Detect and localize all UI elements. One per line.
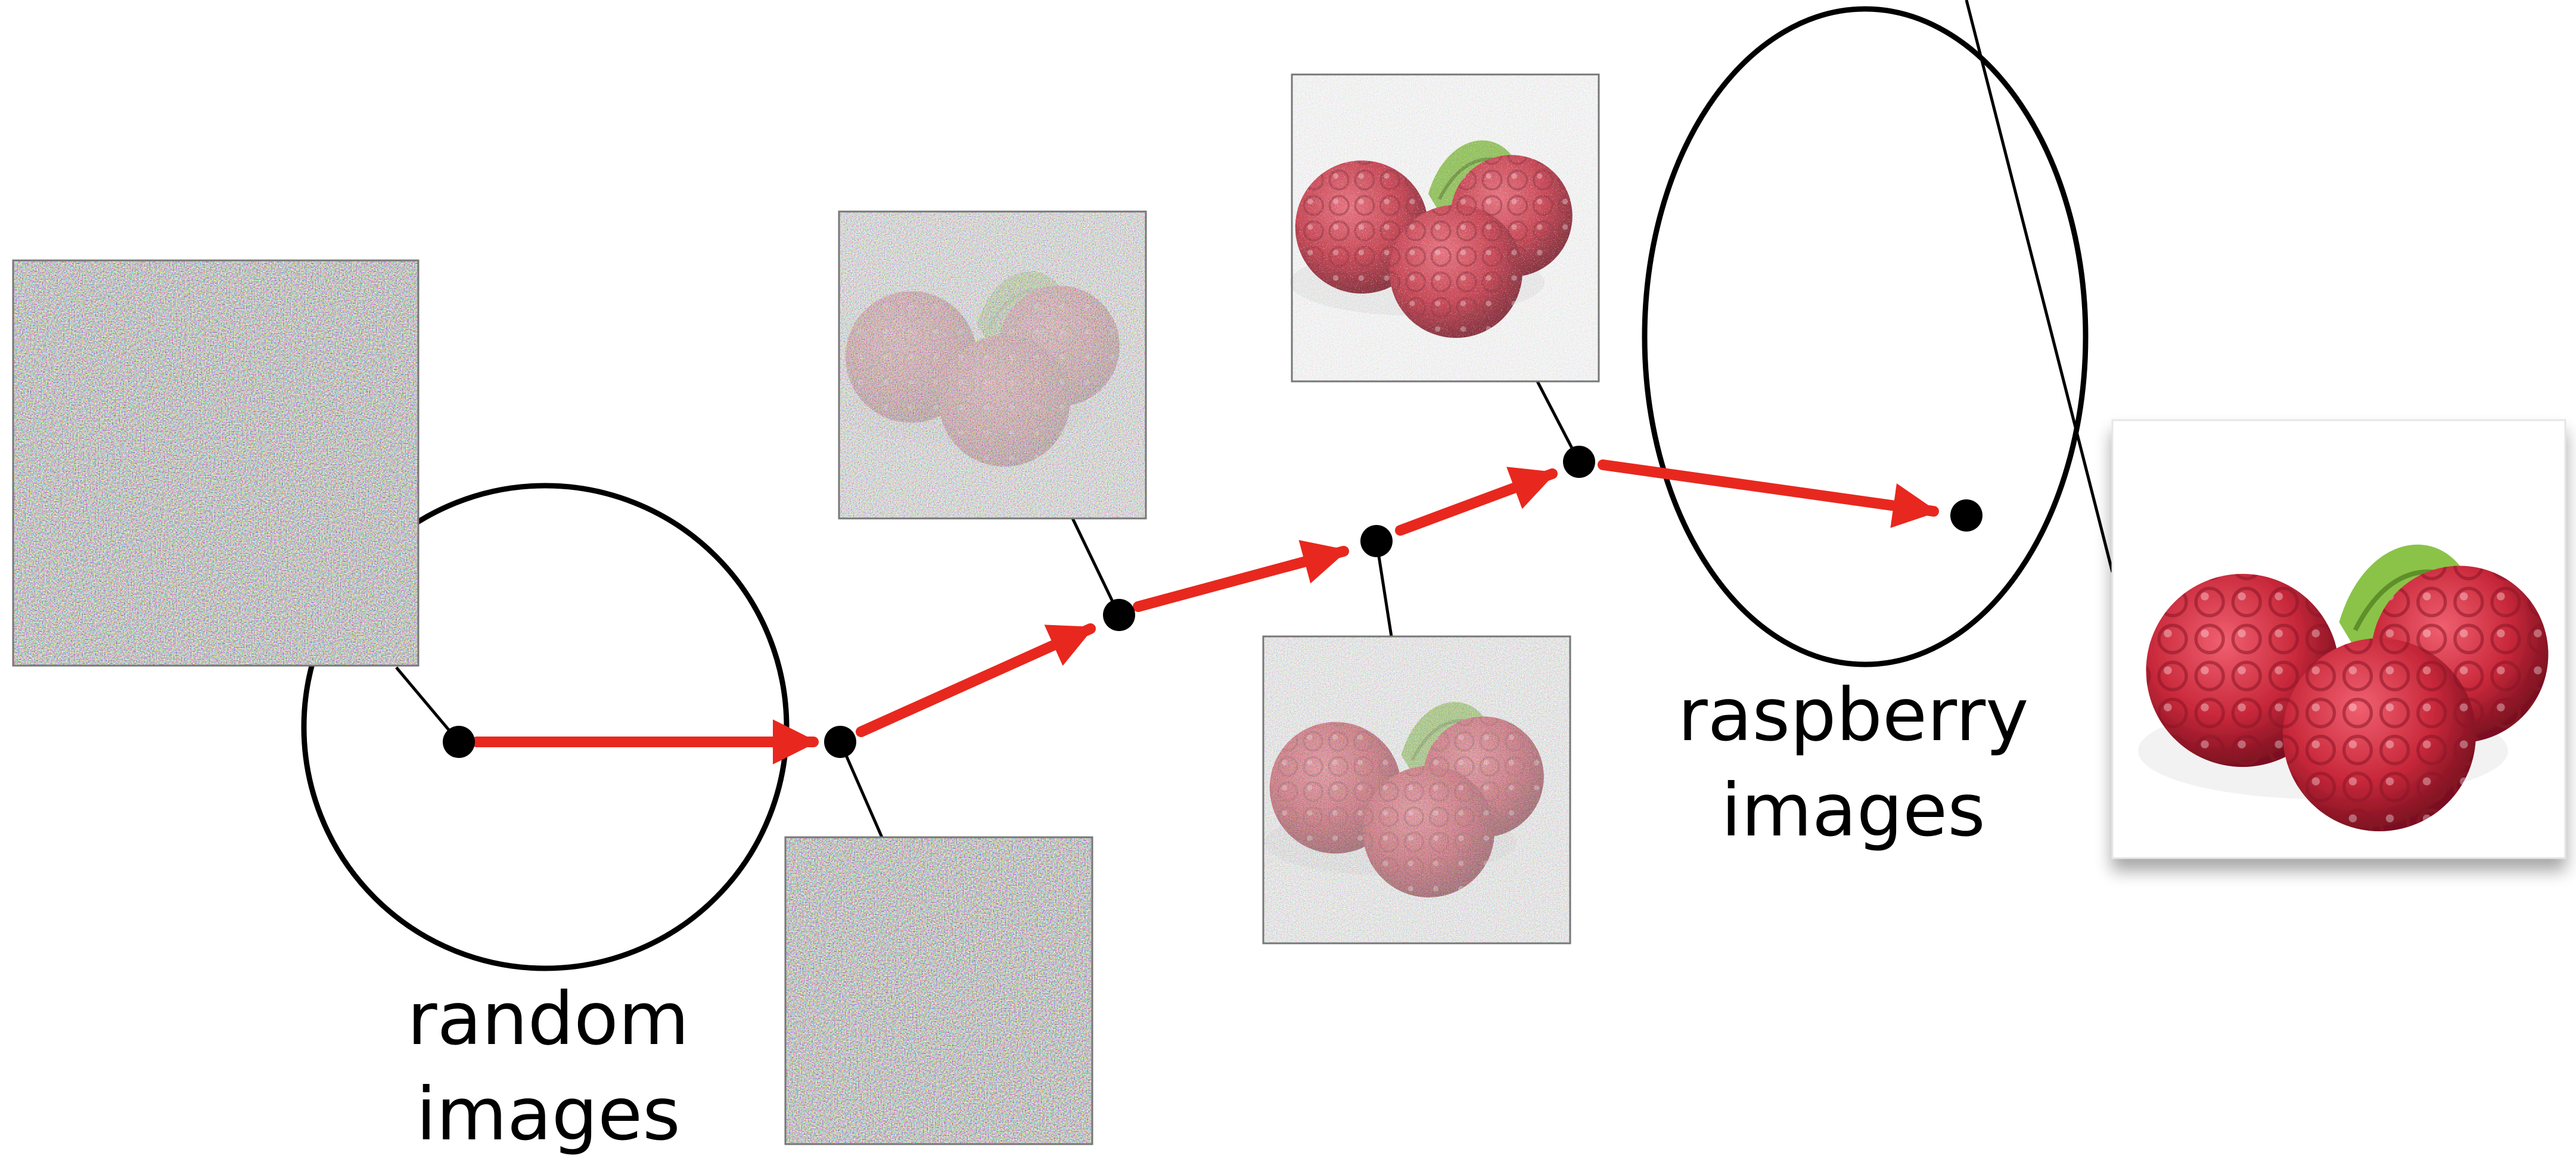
- noisy-raspberry-thumbnail: [1289, 73, 1600, 383]
- raspberry-photo: [2111, 419, 2566, 859]
- leader-line: [1965, 0, 2114, 573]
- leader-line: [1071, 517, 1121, 616]
- point-step-1: [824, 726, 856, 758]
- point-random: [443, 726, 475, 758]
- arrow-step-3: [1133, 540, 1349, 612]
- point-step-3: [1360, 525, 1393, 557]
- leader-lines: [395, 0, 2114, 838]
- random-images-label: random images: [310, 971, 787, 1162]
- leader-line: [838, 741, 884, 838]
- point-step-4: [1563, 446, 1595, 478]
- arrow-step-4: [1395, 467, 1558, 536]
- random-images-label-line1: random: [407, 977, 689, 1061]
- noisy-raspberry-thumbnail: [1262, 635, 1571, 944]
- noise-image-thumbnail: [12, 259, 420, 667]
- arrow-step-5: [1598, 459, 1939, 528]
- sample-points: [443, 446, 1983, 758]
- raspberry-images-label: raspberry images: [1609, 667, 2098, 858]
- raspberry-images-label-line2: images: [1721, 768, 1985, 853]
- leader-line: [395, 666, 460, 743]
- point-raspberry: [1950, 499, 1983, 532]
- point-step-2: [1103, 599, 1135, 631]
- trajectory-arrows: [471, 459, 1939, 765]
- raspberry-images-region: [1642, 6, 2089, 667]
- noisy-raspberry-thumbnail: [838, 210, 1147, 520]
- arrow-step-2: [856, 623, 1096, 737]
- raspberry-images-label-line1: raspberry: [1677, 673, 2029, 757]
- random-images-label-line2: images: [416, 1072, 680, 1157]
- noise-image-thumbnail: [784, 836, 1093, 1145]
